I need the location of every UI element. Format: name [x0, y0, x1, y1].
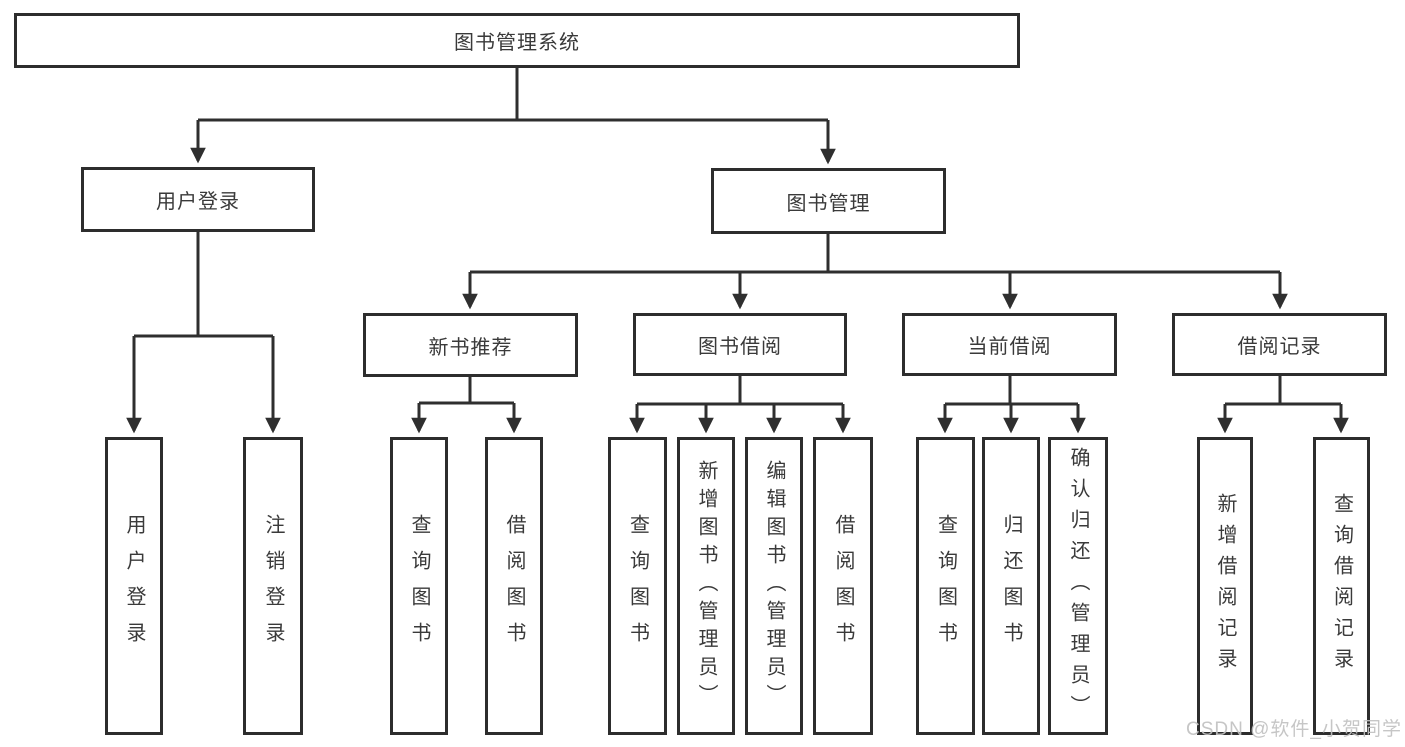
- leaf-return-books-label: 归还图书: [1000, 514, 1022, 658]
- leaf-borrow-books-recommend-label: 借阅图书: [503, 514, 525, 658]
- leaf-query-books-recommend: 查询图书: [390, 437, 448, 735]
- leaf-borrow-books: 借阅图书: [813, 437, 873, 735]
- leaf-add-borrow-record-label: 新增借阅记录: [1214, 493, 1236, 679]
- leaf-query-borrow-record: 查询借阅记录: [1313, 437, 1370, 735]
- leaf-confirm-return-admin-label: 确认归还（管理员）: [1067, 446, 1089, 726]
- leaf-edit-books-admin-label: 编辑图书（管理员）: [763, 460, 785, 712]
- leaf-query-books-borrow-label: 查询图书: [626, 514, 649, 658]
- branch-user-login-label: 用户登录: [156, 191, 240, 213]
- leaf-query-books-current: 查询图书: [916, 437, 975, 735]
- group-book-borrow-label: 图书借阅: [698, 336, 782, 358]
- group-current-borrow-label: 当前借阅: [967, 336, 1052, 358]
- leaf-add-books-admin-label: 新增图书（管理员）: [695, 460, 717, 712]
- group-borrow-records: 借阅记录: [1172, 313, 1387, 376]
- branch-book-management: 图书管理: [711, 168, 946, 234]
- leaf-query-books-current-label: 查询图书: [934, 514, 957, 658]
- csdn-watermark: CSDN @软件_小贺同学: [1186, 719, 1402, 740]
- branch-user-login: 用户登录: [81, 167, 315, 232]
- leaf-borrow-books-recommend: 借阅图书: [485, 437, 543, 735]
- leaf-logout: 注销登录: [243, 437, 303, 735]
- leaf-query-borrow-record-label: 查询借阅记录: [1330, 493, 1353, 679]
- root-node-system: 图书管理系统: [14, 13, 1020, 68]
- leaf-edit-books-admin: 编辑图书（管理员）: [745, 437, 803, 735]
- leaf-borrow-books-label: 借阅图书: [832, 514, 854, 658]
- group-borrow-records-label: 借阅记录: [1237, 336, 1322, 358]
- leaf-query-books-borrow: 查询图书: [608, 437, 667, 735]
- leaf-user-login: 用户登录: [105, 437, 163, 735]
- leaf-logout-label: 注销登录: [262, 514, 284, 658]
- leaf-return-books: 归还图书: [982, 437, 1040, 735]
- group-current-borrow: 当前借阅: [902, 313, 1117, 376]
- leaf-user-login-label: 用户登录: [123, 514, 145, 658]
- root-node-label: 图书管理系统: [454, 32, 580, 54]
- group-new-book-recommend-label: 新书推荐: [428, 336, 513, 359]
- group-new-book-recommend: 新书推荐: [363, 313, 578, 377]
- group-book-borrow: 图书借阅: [633, 313, 847, 376]
- leaf-add-borrow-record: 新增借阅记录: [1197, 437, 1253, 735]
- leaf-confirm-return-admin: 确认归还（管理员）: [1048, 437, 1108, 735]
- branch-book-management-label: 图书管理: [786, 192, 871, 215]
- leaf-add-books-admin: 新增图书（管理员）: [677, 437, 735, 735]
- leaf-query-books-recommend-label: 查询图书: [408, 514, 430, 658]
